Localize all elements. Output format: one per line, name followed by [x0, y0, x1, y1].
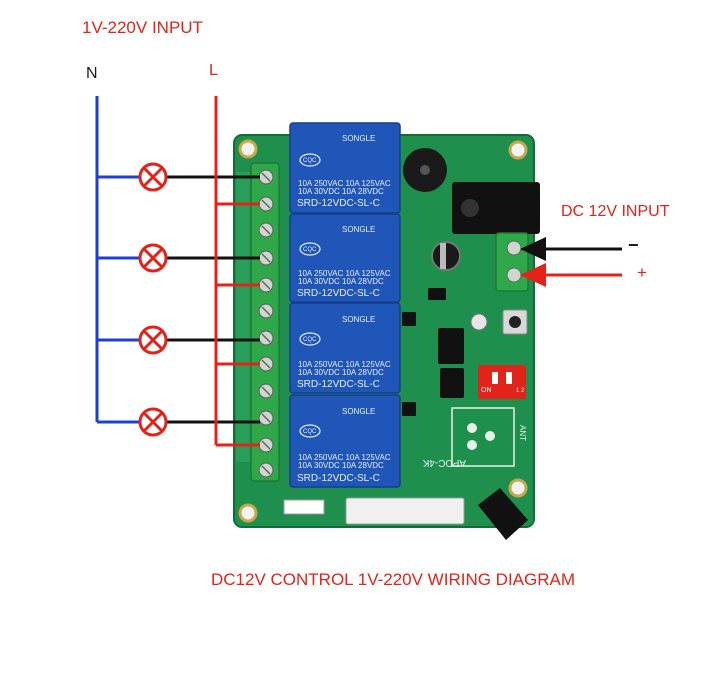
relay-1-rating-ac: 10A 250VAC 10A 125VAC — [298, 179, 391, 188]
dip-switch — [478, 365, 526, 399]
relay-cert-logos — [299, 153, 321, 438]
buzzer — [403, 148, 447, 192]
ic-chips — [402, 288, 464, 416]
diagram-caption: DC12V CONTROL 1V-220V WIRING DIAGRAM — [211, 570, 576, 589]
antenna-icon — [478, 488, 528, 540]
relay-2-cert: CQC — [303, 247, 317, 253]
live-wires — [214, 96, 260, 447]
dc-minus-label: − — [628, 235, 639, 255]
relay-2 — [289, 213, 401, 303]
lamp-icon — [138, 325, 168, 355]
load-wires — [165, 175, 260, 424]
relay-1-model: SRD-12VDC-SL-C — [297, 198, 380, 209]
relay-1-rating-dc: 10A 30VDC 10A 28VDC — [298, 187, 384, 196]
relay-3 — [289, 302, 401, 394]
capacitor — [431, 241, 461, 271]
dc-negative-wire — [520, 237, 622, 261]
relay-2-brand: SONGLE — [342, 225, 375, 234]
relay-3-cert: CQC — [303, 337, 317, 343]
lamp-icon — [138, 407, 168, 437]
dc-input-label: DC 12V INPUT — [561, 203, 670, 220]
relay-2-rating-dc: 10A 30VDC 10A 28VDC — [298, 277, 384, 286]
relay-4-cert: CQC — [303, 429, 317, 435]
rf-module-outline — [451, 407, 515, 467]
arrow-left-icon — [520, 263, 546, 287]
dc-jack-icon — [452, 182, 540, 234]
small-capacitor — [470, 313, 488, 331]
bottom-module — [283, 497, 465, 525]
ac-input-label: 1V-220V INPUT — [82, 18, 203, 37]
relay-4 — [289, 394, 401, 488]
arrow-left-icon — [520, 237, 546, 261]
relay-1-cert: CQC — [303, 158, 317, 164]
board-model-label: APDC-4K — [422, 457, 466, 468]
relay-3-brand: SONGLE — [342, 315, 375, 324]
relay-4-brand: SONGLE — [342, 407, 375, 416]
relay-2-model: SRD-12VDC-SL-C — [297, 288, 380, 299]
relay-1 — [289, 122, 401, 214]
relay-2-rating-ac: 10A 250VAC 10A 125VAC — [298, 269, 391, 278]
live-label: L — [209, 62, 218, 79]
terminal-block — [250, 162, 280, 482]
dip-positions-label: 1 2 — [516, 388, 525, 394]
relay-4-rating-dc: 10A 30VDC 10A 28VDC — [298, 461, 384, 470]
relay-4-model: SRD-12VDC-SL-C — [297, 473, 380, 484]
antenna-label: ANT — [518, 425, 527, 441]
dip-on-label: ON — [481, 387, 492, 394]
dc-plus-label: + — [637, 263, 647, 282]
neutral-wires — [95, 96, 141, 424]
lamp-icon — [138, 162, 168, 192]
lamp-icon — [138, 243, 168, 273]
dc-positive-wire — [520, 263, 622, 287]
relay-3-model: SRD-12VDC-SL-C — [297, 379, 380, 390]
dc-terminal-block — [495, 232, 529, 292]
relay-1-brand: SONGLE — [342, 134, 375, 143]
neutral-label: N — [86, 65, 98, 82]
learn-button — [502, 309, 528, 335]
relay-4-rating-ac: 10A 250VAC 10A 125VAC — [298, 453, 391, 462]
relay-3-rating-ac: 10A 250VAC 10A 125VAC — [298, 360, 391, 369]
relay-3-rating-dc: 10A 30VDC 10A 28VDC — [298, 368, 384, 377]
